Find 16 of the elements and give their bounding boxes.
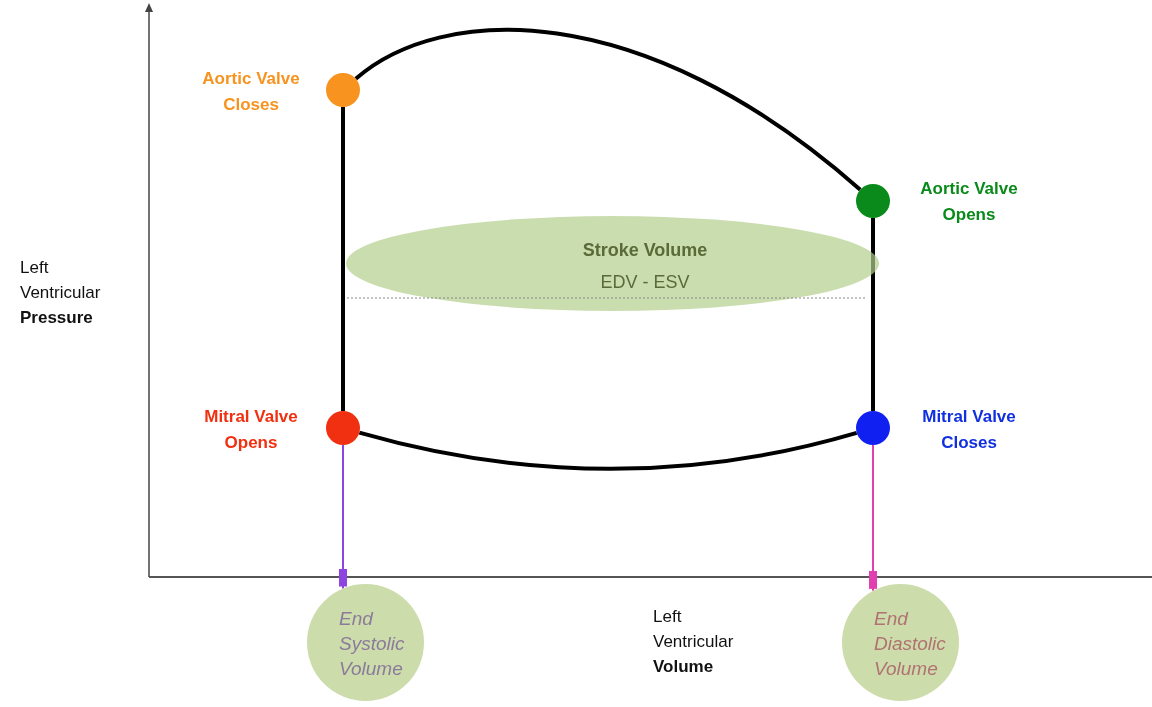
leader-line xyxy=(339,444,347,590)
loop-curve xyxy=(358,430,858,471)
ellipse-formula: EDV - ESV xyxy=(599,272,691,293)
loop-curve xyxy=(871,218,875,411)
valve-label: Mitral Valve Closes xyxy=(921,406,1017,454)
valve-label: Aortic Valve Closes xyxy=(201,68,301,116)
volume-circle: End Systolic Volume xyxy=(307,584,424,701)
loop-curve xyxy=(341,107,345,411)
leader-line xyxy=(869,444,877,592)
axis-label: Left Ventricular Pressure xyxy=(20,257,102,329)
valve-label: Mitral Valve Opens xyxy=(203,406,299,454)
volume-circle: End Diastolic Volume xyxy=(842,584,959,701)
valve-label: Aortic Valve Opens xyxy=(919,178,1019,226)
axis-label: Left Ventricular Volume xyxy=(653,606,735,678)
ellipse-heading: Stroke Volume xyxy=(581,240,709,261)
loop-curve xyxy=(354,28,862,192)
